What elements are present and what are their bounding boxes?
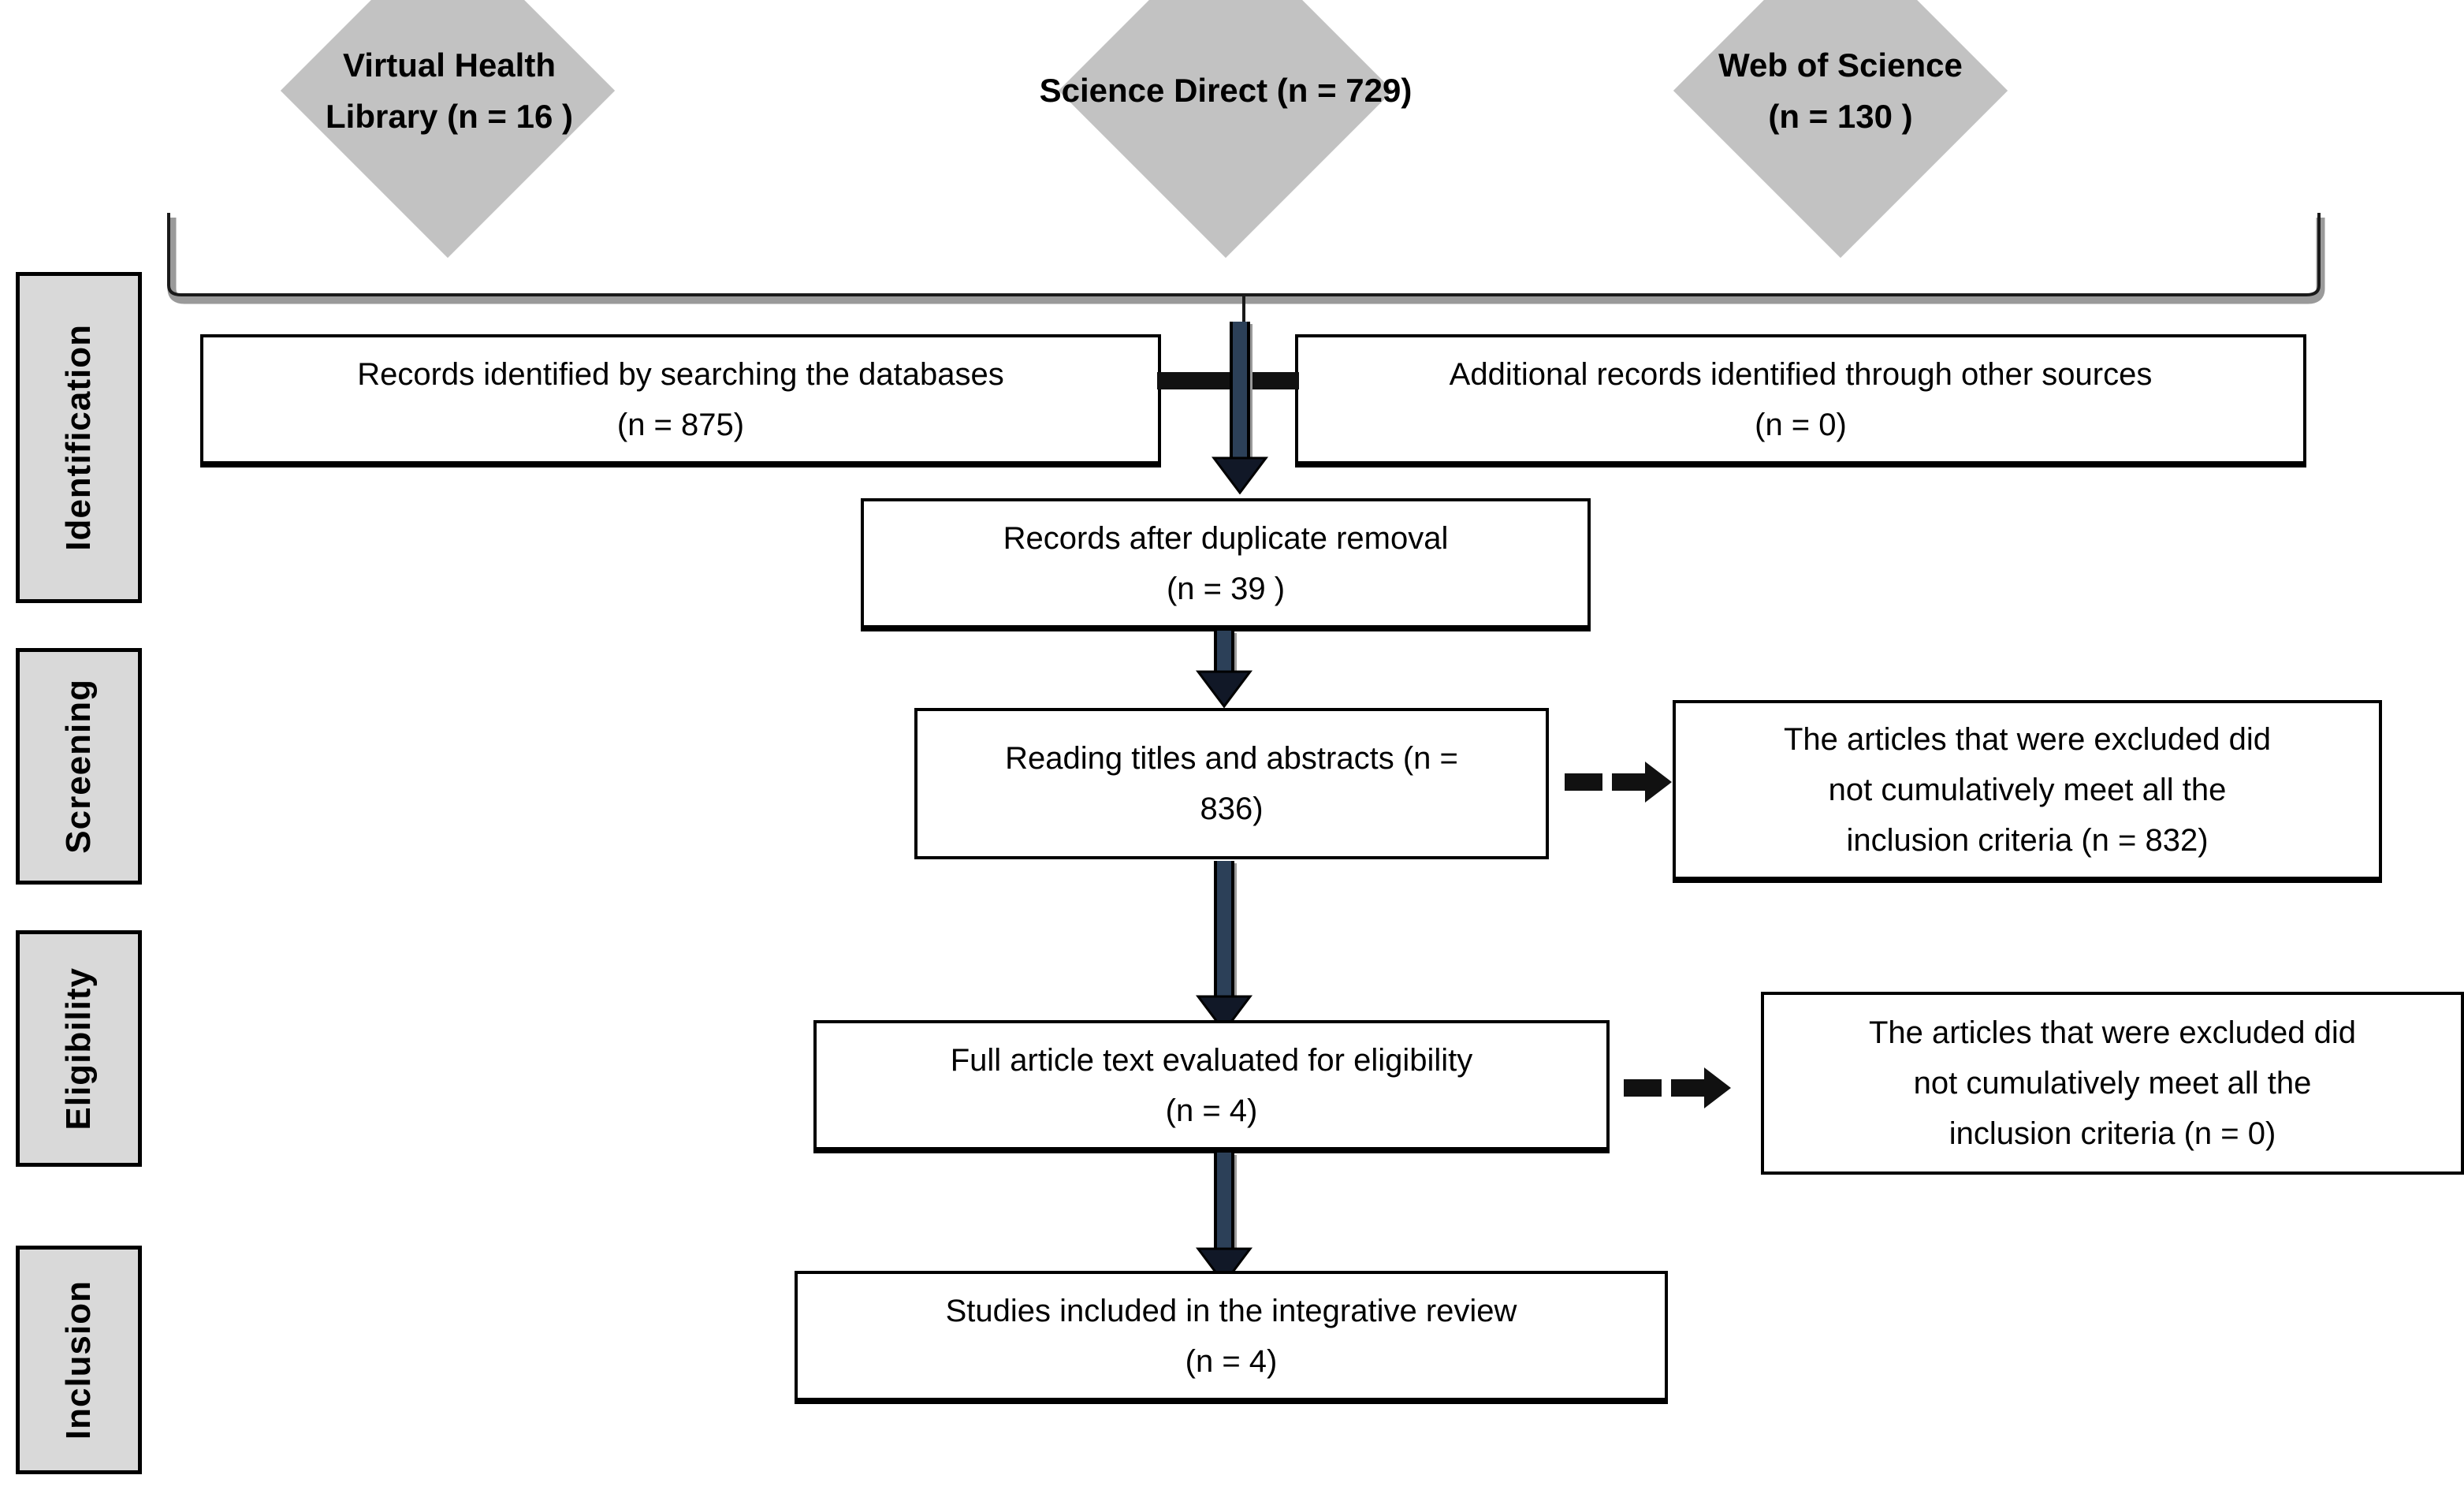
dash-segment-1	[1565, 773, 1602, 791]
arrow-head-icon	[1645, 762, 1672, 803]
arrow-head-eligibility-to-inclusion	[1196, 1247, 1252, 1285]
box-line1: Studies included in the integrative revi…	[945, 1293, 1517, 1328]
box-excluded-screening: The articles that were excluded did not …	[1673, 700, 2382, 880]
box-line2: (n = 39 )	[1166, 571, 1286, 606]
sidebar-item-inclusion[interactable]: Inclusion	[16, 1246, 142, 1474]
box-line1: Additional records identified through ot…	[1449, 356, 2153, 392]
dash-segment-2	[1612, 773, 1647, 791]
box-line2: 836)	[1200, 792, 1264, 826]
box-line1: Records identified by searching the data…	[357, 356, 1004, 392]
arrow-shaft-identification-to-duplicates	[1230, 322, 1250, 467]
box-line2: not cumulatively meet all the	[1828, 773, 2227, 807]
box-line2: (n = 4)	[1165, 1093, 1258, 1128]
dashed-arrow-eligibility-exclusions	[1624, 1066, 1742, 1110]
arrow-shaft-eligibility-to-inclusion	[1214, 1153, 1234, 1255]
sidebar-item-identification[interactable]: Identification	[16, 272, 142, 603]
dash-segment-1	[1624, 1079, 1662, 1097]
box-line2: (n = 0)	[1755, 407, 1847, 442]
connector-bar-identification	[1157, 372, 1299, 389]
box-reading-titles-abstracts: Reading titles and abstracts (n = 836)	[914, 708, 1549, 859]
arrow-shaft-duplicates-to-screening	[1214, 631, 1234, 678]
box-line1: Reading titles and abstracts (n =	[1005, 741, 1458, 776]
arrow-head-icon	[1704, 1067, 1731, 1108]
dash-segment-2	[1671, 1079, 1706, 1097]
box-additional-records-other-sources: Additional records identified through ot…	[1295, 334, 2306, 464]
arrow-head-identification-to-duplicates	[1212, 456, 1268, 494]
sidebar-item-label: Inclusion	[59, 1280, 98, 1440]
sidebar-item-eligibility[interactable]: Eligibility	[16, 930, 142, 1167]
box-records-identified-databases: Records identified by searching the data…	[200, 334, 1161, 464]
box-line2: (n = 875)	[616, 407, 745, 442]
box-line2: not cumulatively meet all the	[1913, 1066, 2312, 1101]
box-line3: inclusion criteria (n = 0)	[1948, 1116, 2276, 1151]
box-records-after-duplicate-removal: Records after duplicate removal (n = 39 …	[861, 498, 1591, 628]
sources-brace-connector	[167, 213, 2325, 337]
dashed-arrow-screening-exclusions	[1565, 760, 1683, 804]
sidebar-item-label: Eligibility	[59, 967, 98, 1131]
sidebar-item-label: Screening	[59, 679, 98, 854]
arrow-head-duplicates-to-screening	[1196, 670, 1252, 708]
arrow-shaft-screening-to-eligibility	[1214, 861, 1234, 1003]
box-line1: Full article text evaluated for eligibil…	[950, 1042, 1473, 1078]
sidebar-item-screening[interactable]: Screening	[16, 648, 142, 885]
box-excluded-eligibility: The articles that were excluded did not …	[1761, 992, 2464, 1175]
box-line1: The articles that were excluded did	[1868, 1015, 2357, 1050]
sidebar-item-label: Identification	[59, 324, 98, 551]
box-line1: The articles that were excluded did	[1783, 722, 2272, 757]
arrow-head-screening-to-eligibility	[1196, 995, 1252, 1033]
box-full-article-text-eligibility: Full article text evaluated for eligibil…	[813, 1020, 1610, 1150]
box-line3: inclusion criteria (n = 832)	[1846, 823, 2209, 858]
box-line2: (n = 4)	[1185, 1343, 1278, 1379]
box-studies-included: Studies included in the integrative revi…	[795, 1271, 1668, 1401]
box-line1: Records after duplicate removal	[1003, 520, 1449, 556]
